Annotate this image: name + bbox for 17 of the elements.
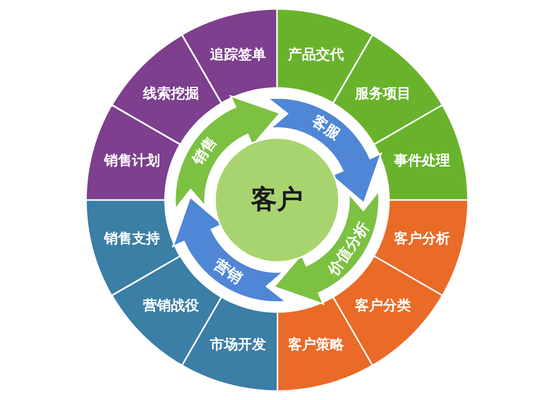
center-label: 客户 (251, 187, 303, 213)
segment-label: 销售支持 (104, 232, 160, 246)
segment-label: 市场开发 (210, 338, 266, 352)
segment-title: 销售 (190, 134, 220, 168)
segment-label: 产品交代 (288, 48, 344, 62)
segment-label: 客户分析 (394, 232, 450, 246)
segment-title: 客服 (310, 114, 343, 143)
segment-label: 服务项目 (355, 86, 412, 101)
segment-label: 追踪签单 (210, 48, 266, 62)
segment-label: 销售计划 (104, 154, 160, 168)
segment-title: 价值分析 (326, 220, 372, 278)
segment-label: 营销战役 (142, 299, 199, 314)
segment-title: 营销 (211, 257, 244, 286)
segment-label: 线索挖掘 (142, 86, 199, 101)
segment-label: 事件处理 (394, 154, 450, 168)
segment-label: 客户分类 (355, 299, 412, 314)
segment-label: 客户策略 (288, 338, 344, 352)
